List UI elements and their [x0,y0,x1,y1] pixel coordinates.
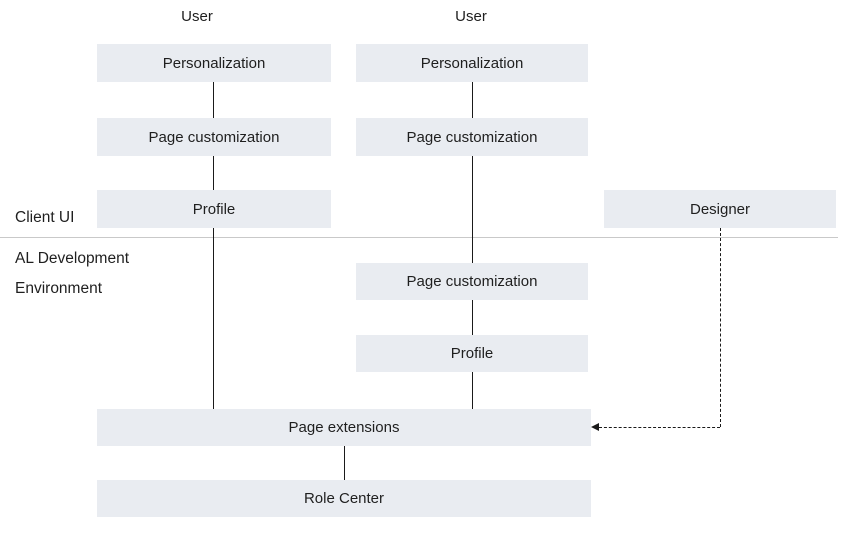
al-development-line1: AL Development [15,250,130,267]
connector-middle-pagecustomization-pagecustomization-al [472,156,473,263]
connector-pageextensions-rolecenter [344,446,345,480]
dashed-connector-designer-horizontal [599,427,720,428]
connector-middle-personalization-pagecustomization [472,82,473,118]
section-divider-line [0,237,838,238]
connector-middle-pagecustomization-al-profile-al [472,300,473,335]
box-page-customization-left: Page customization [97,118,331,156]
connector-left-pagecustomization-profile [213,156,214,190]
al-development-environment-label: AL Development Environment [15,244,129,304]
box-personalization-middle: Personalization [356,44,588,82]
box-page-customization-middle: Page customization [356,118,588,156]
al-development-line2: Environment [15,280,103,297]
client-ui-label: Client UI [15,209,75,226]
connector-left-personalization-pagecustomization [213,82,214,118]
box-page-customization-al: Page customization [356,263,588,300]
box-role-center: Role Center [97,480,591,517]
box-profile-al: Profile [356,335,588,372]
user-label-left: User [181,8,213,25]
connector-left-profile-pageextensions [213,228,214,409]
box-page-extensions: Page extensions [97,409,591,446]
dashed-connector-designer-vertical [720,228,721,427]
user-label-right: User [455,8,487,25]
connector-middle-profile-al-pageextensions [472,372,473,409]
box-personalization-left: Personalization [97,44,331,82]
box-profile-left: Profile [97,190,331,228]
arrowhead-into-page-extensions [591,423,599,431]
box-designer: Designer [604,190,836,228]
